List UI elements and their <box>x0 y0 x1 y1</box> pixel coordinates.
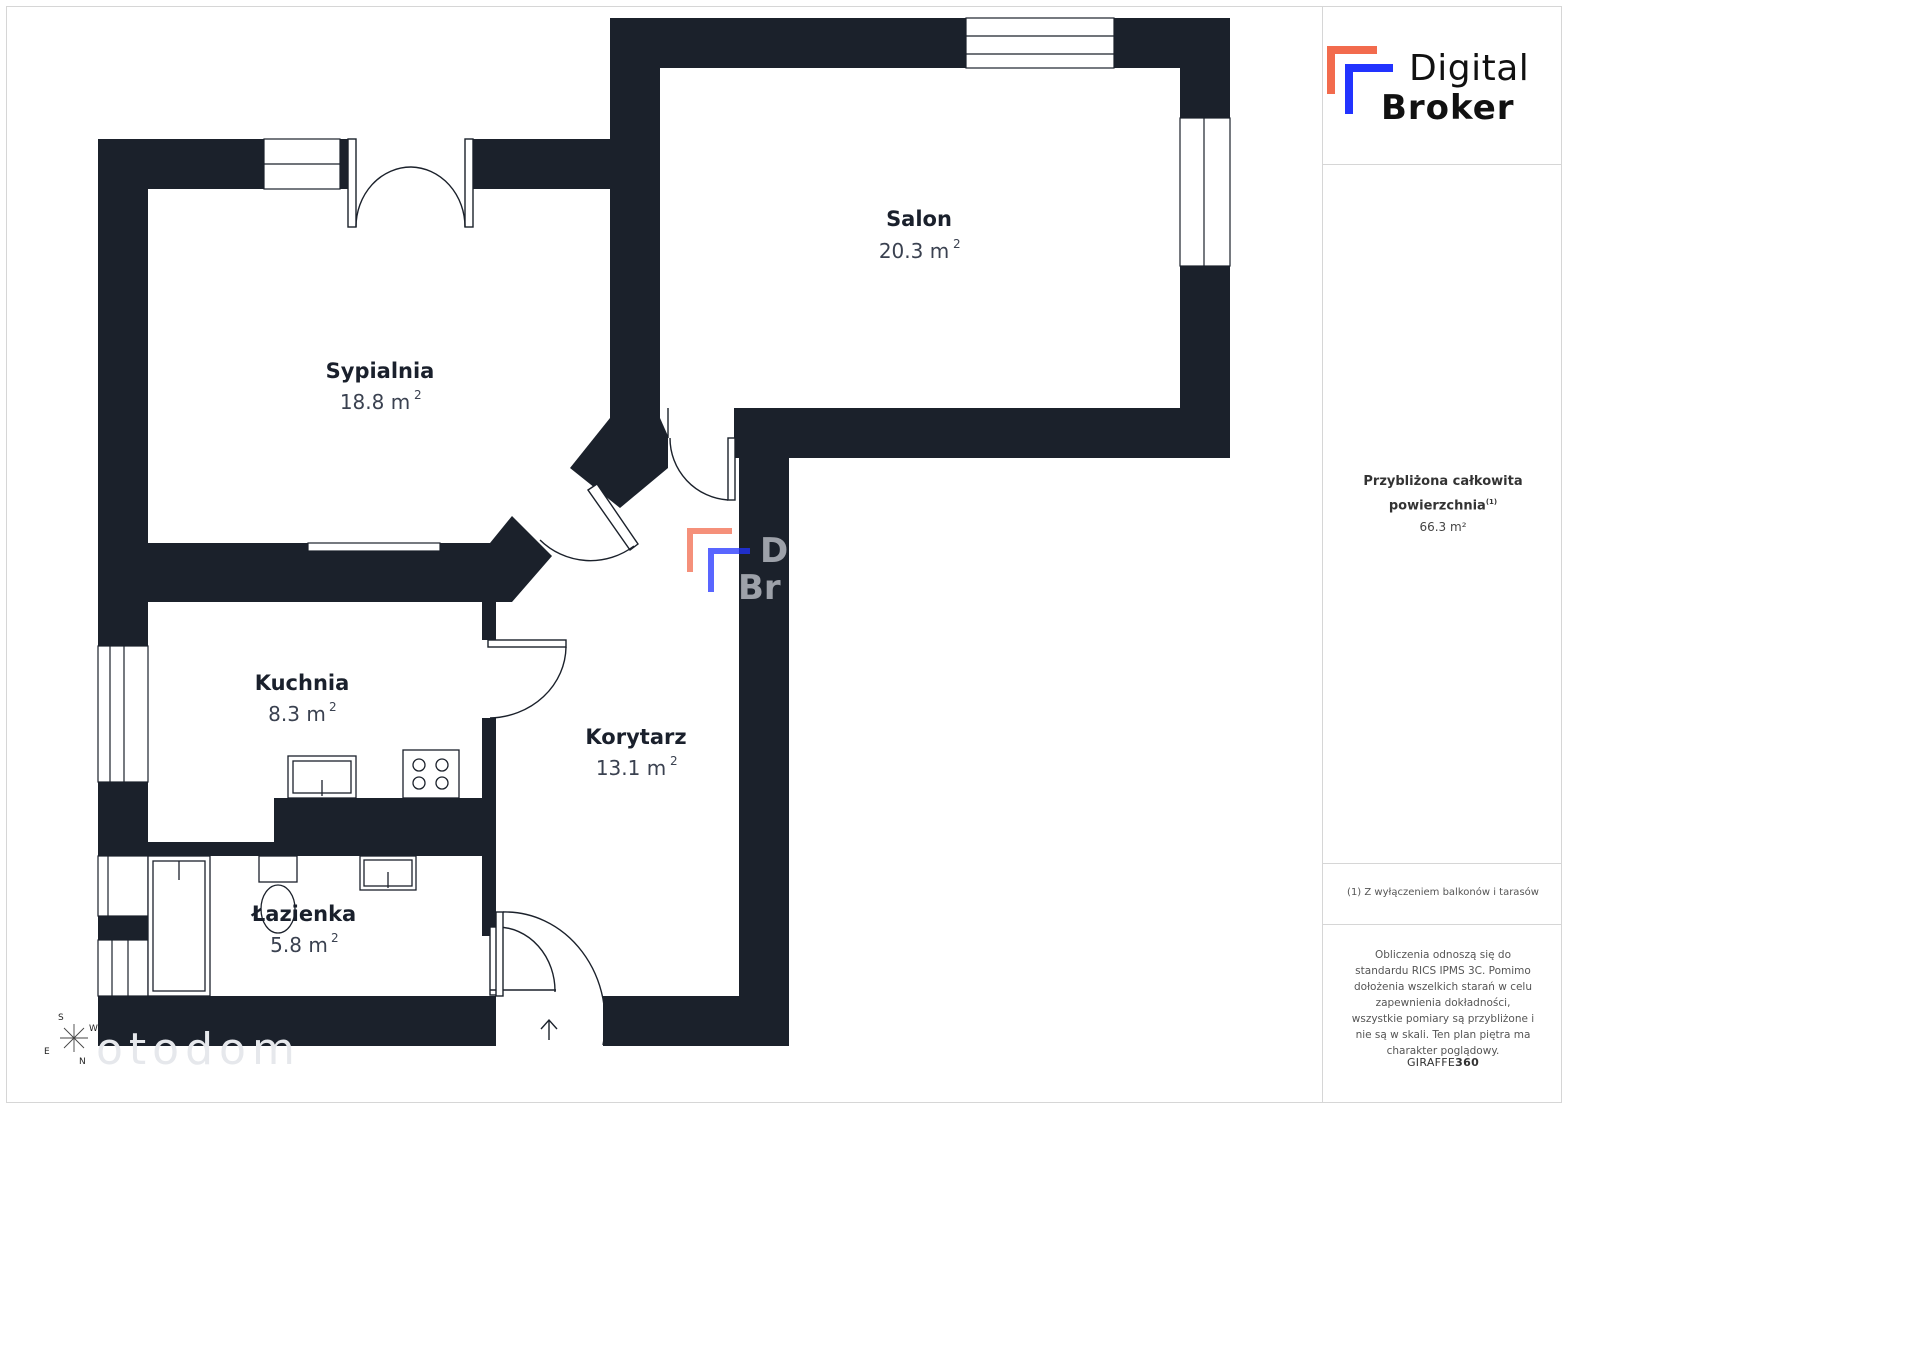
watermark-logo: D Br <box>687 528 788 608</box>
room-name-lazienka: Łazienka <box>251 902 356 926</box>
salon-top-wall <box>610 18 1230 68</box>
room-area-sypialnia: 18.8 m <box>340 390 410 414</box>
salon-bottom-wall <box>734 408 1230 458</box>
bottom-wall-right <box>603 996 789 1046</box>
burner <box>412 758 426 772</box>
room-area-exp-kuchnia: 2 <box>329 700 337 714</box>
door-swing <box>539 539 635 562</box>
bathroom-left-window-b <box>97 939 149 997</box>
sidebar-divider <box>1323 164 1562 165</box>
door-panel <box>587 483 639 551</box>
total-area-label-line2: powierzchnia <box>1388 498 1486 514</box>
sidebar-divider <box>1323 863 1562 864</box>
diag-wall-upper <box>570 418 668 508</box>
burner <box>435 776 449 790</box>
bedroom-top-wall-right <box>473 139 633 189</box>
room-area-lazienka: 5.8 m <box>270 933 328 957</box>
kitchen-notch <box>148 798 274 842</box>
credit-prefix: GIRAFFE <box>1406 1056 1456 1069</box>
bedroom-right-wall <box>618 139 660 449</box>
door-swing <box>489 646 567 719</box>
room-area-exp-sypialnia: 2 <box>414 388 422 402</box>
fixtures <box>147 749 460 997</box>
credit-suffix: 360 <box>1455 1056 1480 1069</box>
info-sidebar: Digital Broker Przybliżona całkowita pow… <box>1322 6 1562 1103</box>
total-area-label: Przybliżona całkowita powierzchnia(1) <box>1323 472 1563 516</box>
compass-s: S <box>58 1013 64 1023</box>
total-area-value: 66.3 m² <box>1419 520 1467 534</box>
door-panel <box>347 138 357 228</box>
door-panel <box>495 911 504 997</box>
watermark-text-b: Br <box>738 568 781 608</box>
footnote-text: (1) Z wyłączeniem balkonów i tarasów <box>1347 887 1539 898</box>
watermark-text-a: D <box>760 531 788 571</box>
door-swing <box>355 166 412 228</box>
entrance-arrow-icon <box>540 1018 558 1040</box>
walls <box>98 18 1230 1046</box>
burner <box>435 758 449 772</box>
room-area-exp-lazienka: 2 <box>331 931 339 945</box>
stove <box>402 749 460 799</box>
bathroom-left-window-a <box>97 855 149 917</box>
windows <box>97 17 1231 997</box>
room-name-salon: Salon <box>886 207 952 231</box>
compass-icon: S W E N <box>44 1013 98 1067</box>
giraffe-credit: GIRAFFE360 <box>1323 1056 1563 1069</box>
bedroom-bottom-window <box>307 542 441 552</box>
corridor-right-wall <box>739 408 789 1045</box>
room-area-exp-salon: 2 <box>953 237 961 251</box>
compass-e: E <box>44 1047 50 1057</box>
brand-line2: Broker <box>1381 88 1515 128</box>
brand-logo-icon <box>1327 46 1393 114</box>
door-swing <box>496 926 556 993</box>
page-frame <box>6 6 1562 1103</box>
door-panel <box>487 639 567 648</box>
toilet-bowl <box>260 884 296 934</box>
otodom-watermark: otodom <box>96 1024 301 1075</box>
room-area-korytarz: 13.1 m <box>596 756 666 780</box>
bottom-wall-left <box>98 996 496 1046</box>
compass-n: N <box>79 1057 86 1067</box>
room-name-kuchnia: Kuchnia <box>255 671 350 695</box>
door-panel <box>727 437 736 501</box>
burner <box>412 776 426 790</box>
compass-w: W <box>89 1024 98 1034</box>
door-swing <box>502 911 606 1046</box>
sink-basin <box>292 760 352 794</box>
brand-line1: Digital <box>1409 48 1530 89</box>
door-swing <box>669 437 729 501</box>
room-name-korytarz: Korytarz <box>585 725 686 749</box>
brand-logo: Digital Broker <box>1323 6 1563 164</box>
room-area-salon: 20.3 m <box>879 239 949 263</box>
door-panel <box>464 138 474 228</box>
kitchen-left-window <box>97 645 149 783</box>
room-area-exp-korytarz: 2 <box>670 754 678 768</box>
floor-plan: D Br otodom S W E N Salon 20.3 m 2 Sypia… <box>44 17 1231 1075</box>
total-area-label-line1: Przybliżona całkowita <box>1363 474 1523 489</box>
salon-right-window <box>1179 117 1231 267</box>
room-area-kuchnia: 8.3 m <box>268 702 326 726</box>
footnote-mark: (1) <box>1485 498 1498 506</box>
sidebar-divider <box>1323 924 1562 925</box>
doors <box>347 138 736 1046</box>
disclaimer-text: Obliczenia odnoszą się do standardu RICS… <box>1351 949 1535 1057</box>
room-labels: Salon 20.3 m 2 Sypialnia 18.8 m 2 Kuchni… <box>251 207 961 957</box>
salon-top-window <box>965 17 1115 69</box>
kitchen-right-wall-top <box>482 600 496 640</box>
toilet-tank <box>258 855 298 883</box>
door-swing <box>410 166 466 228</box>
bedroom-bottom-wall <box>98 516 552 602</box>
bathtub-inner <box>152 860 206 992</box>
room-name-sypialnia: Sypialnia <box>326 359 435 383</box>
